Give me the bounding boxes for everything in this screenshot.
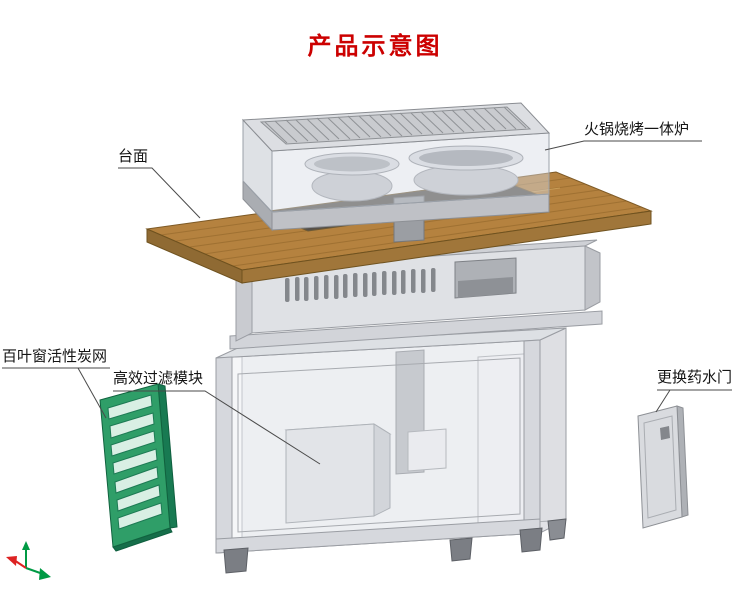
leader-filter xyxy=(113,390,321,465)
leader-door xyxy=(655,389,671,413)
callout-carbon-mesh-label: 百叶窗活性炭网 xyxy=(2,349,108,365)
cabinet-top-face xyxy=(215,327,567,359)
callout-stove-label: 火锅烧烤一体炉 xyxy=(584,122,690,138)
left-pot xyxy=(304,152,400,202)
right-pot xyxy=(408,145,524,196)
leader-countertop xyxy=(118,167,201,219)
chemical-door-panel xyxy=(637,405,689,529)
cabinet-front-glass xyxy=(215,339,541,554)
inner-box xyxy=(407,428,447,472)
carbon-filter-panel xyxy=(99,383,178,552)
callout-filter-module-label: 高效过滤模块 xyxy=(113,371,204,387)
vent-slots xyxy=(285,268,436,302)
grate-bars xyxy=(264,106,527,144)
door-latch xyxy=(660,426,670,440)
origin-axis-icon xyxy=(6,541,51,580)
louver-slats xyxy=(107,394,163,530)
callout-liquid-door-label: 更换药水门 xyxy=(657,370,733,386)
door-front xyxy=(637,405,683,529)
grill-grate xyxy=(259,106,532,145)
filter-module-side xyxy=(373,423,391,517)
leader-carbon xyxy=(77,367,107,419)
cabinet-feet xyxy=(223,518,567,574)
support-plate xyxy=(229,310,603,350)
cabinet xyxy=(215,327,567,574)
leader-stove xyxy=(544,140,702,151)
callout-countertop-label: 台面 xyxy=(118,149,149,165)
page-title: 产品示意图 xyxy=(307,34,443,60)
leader-lines xyxy=(2,140,732,465)
stove-unit xyxy=(241,102,551,232)
